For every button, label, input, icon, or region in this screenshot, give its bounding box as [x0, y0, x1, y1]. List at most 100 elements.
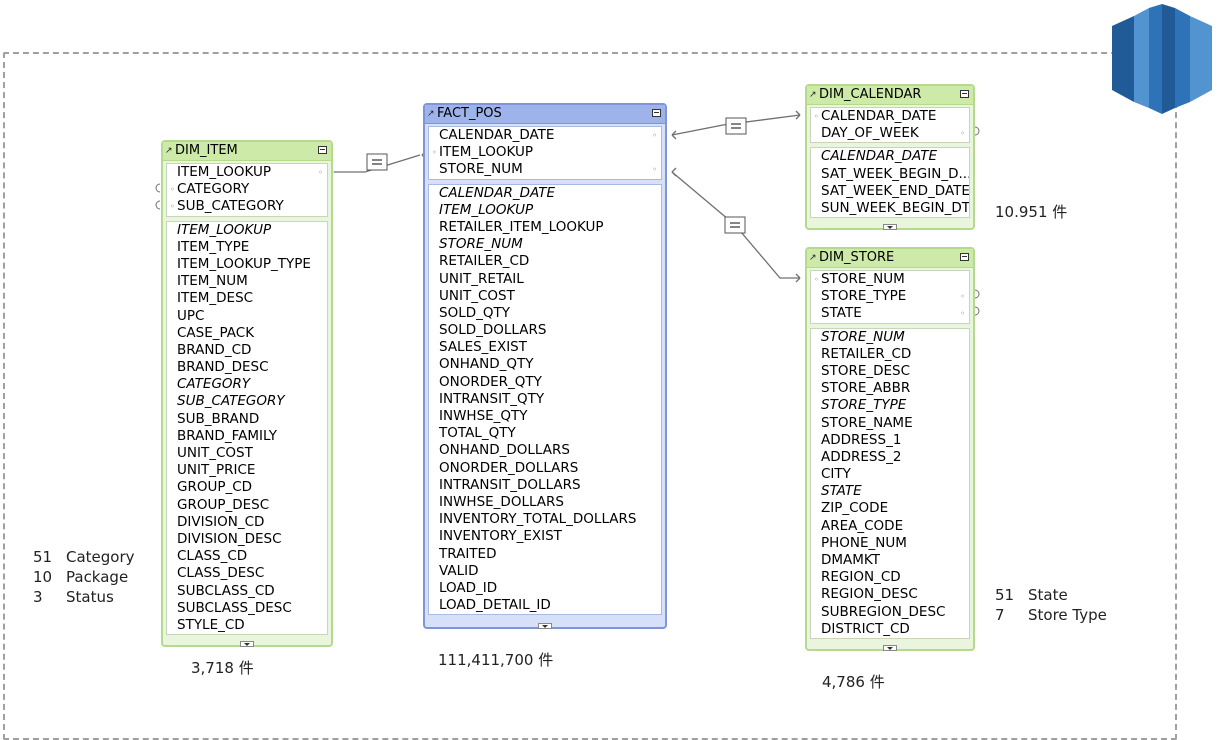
- attribute-field[interactable]: ITEM_LOOKUP: [177, 221, 272, 238]
- attribute-field[interactable]: STORE_NUM: [439, 236, 523, 253]
- attribute-field[interactable]: INTRANSIT_QTY: [439, 390, 545, 407]
- attribute-field[interactable]: SUB_CATEGORY: [177, 393, 285, 410]
- table-fact-pos[interactable]: ↗ FACT_POS CALENDAR_DATE◦ITEM_LOOKUP◦STO…: [423, 103, 667, 629]
- attribute-field[interactable]: BRAND_DESC: [177, 359, 269, 376]
- attribute-field[interactable]: GROUP_CD: [177, 479, 253, 496]
- attribute-field[interactable]: CASE_PACK: [177, 324, 255, 341]
- resize-handle-icon[interactable]: [240, 641, 254, 647]
- attribute-field[interactable]: ADDRESS_2: [821, 448, 902, 465]
- attribute-field[interactable]: ITEM_TYPE: [177, 238, 250, 255]
- attribute-field[interactable]: GROUP_DESC: [177, 496, 270, 513]
- attribute-field[interactable]: UNIT_COST: [439, 287, 515, 304]
- attribute-field[interactable]: SUN_WEEK_BEGIN_DT: [821, 199, 970, 216]
- attribute-field[interactable]: DIVISION_CD: [177, 513, 265, 530]
- attribute-field[interactable]: SALES_EXIST: [439, 339, 528, 356]
- table-menu-icon[interactable]: [960, 90, 969, 98]
- attribute-field[interactable]: ONORDER_QTY: [439, 373, 542, 390]
- key-field[interactable]: DAY_OF_WEEK◦: [811, 125, 969, 142]
- attribute-field[interactable]: VALID: [439, 562, 479, 579]
- key-field[interactable]: STORE_NUM◦: [429, 161, 661, 178]
- attribute-field[interactable]: PHONE_NUM: [821, 534, 907, 551]
- attribute-field[interactable]: ONHAND_QTY: [439, 356, 534, 373]
- attribute-field[interactable]: CALENDAR_DATE: [439, 184, 555, 201]
- attribute-field[interactable]: ITEM_LOOKUP_TYPE: [177, 255, 311, 272]
- table-menu-icon[interactable]: [652, 109, 661, 117]
- table-menu-icon[interactable]: [960, 253, 969, 261]
- attribute-field[interactable]: UNIT_RETAIL: [439, 270, 524, 287]
- attribute-field[interactable]: RETAILER_CD: [439, 253, 530, 270]
- attribute-field[interactable]: STORE_TYPE: [821, 397, 907, 414]
- attribute-field[interactable]: DIVISION_DESC: [177, 530, 282, 547]
- attribute-field[interactable]: ONHAND_DOLLARS: [439, 442, 570, 459]
- attribute-field[interactable]: CALENDAR_DATE: [821, 148, 937, 165]
- key-field[interactable]: CATEGORY◦: [167, 181, 327, 198]
- attribute-field[interactable]: CLASS_CD: [177, 548, 248, 565]
- attribute-field[interactable]: UNIT_PRICE: [177, 462, 256, 479]
- attribute-field[interactable]: UPC: [177, 307, 205, 324]
- attribute-field[interactable]: ITEM_LOOKUP: [439, 201, 534, 218]
- attribute-field[interactable]: STYLE_CD: [177, 616, 245, 633]
- table-header[interactable]: ↗ DIM_CALENDAR: [807, 86, 973, 105]
- attribute-field[interactable]: SOLD_QTY: [439, 304, 510, 321]
- attribute-field[interactable]: INWHSE_QTY: [439, 408, 528, 424]
- table-menu-icon[interactable]: [318, 146, 327, 154]
- attribute-field[interactable]: RETAILER_CD: [821, 345, 912, 362]
- attribute-field[interactable]: DISTRICT_CD: [821, 620, 910, 637]
- resize-handle-icon[interactable]: [883, 645, 897, 651]
- table-dim-store[interactable]: ↗ DIM_STORE STORE_NUM◦STORE_TYPE◦STATE◦ …: [805, 247, 975, 651]
- resize-handle-icon[interactable]: [883, 224, 897, 230]
- attribute-field[interactable]: ADDRESS_1: [821, 431, 902, 448]
- attribute-field[interactable]: REGION_CD: [821, 569, 901, 586]
- attribute-field[interactable]: STORE_ABBR: [821, 380, 911, 397]
- table-header[interactable]: ↗ FACT_POS: [425, 105, 665, 124]
- key-field[interactable]: STORE_NUM◦: [811, 271, 969, 288]
- link-item-fact: [334, 154, 421, 173]
- attribute-field[interactable]: UNIT_COST: [177, 445, 253, 461]
- table-dim-item[interactable]: ↗ DIM_ITEM ITEM_LOOKUP◦CATEGORY◦SUB_CATE…: [161, 140, 333, 647]
- attribute-field[interactable]: LOAD_ID: [439, 579, 498, 596]
- attribute-field[interactable]: SUBCLASS_CD: [177, 582, 275, 599]
- attribute-field[interactable]: CITY: [821, 466, 851, 483]
- attribute-field[interactable]: TRAITED: [439, 545, 497, 562]
- attribute-field[interactable]: STORE_DESC: [821, 362, 911, 379]
- attribute-field[interactable]: STORE_NUM: [821, 328, 905, 345]
- key-field[interactable]: STATE◦: [811, 305, 969, 322]
- attribute-field[interactable]: STATE: [821, 483, 862, 500]
- table-dim-calendar[interactable]: ↗ DIM_CALENDAR CALENDAR_DATE◦DAY_OF_WEEK…: [805, 84, 975, 230]
- table-header[interactable]: ↗ DIM_ITEM: [163, 142, 331, 161]
- attribute-field[interactable]: SOLD_DOLLARS: [439, 322, 547, 339]
- attribute-field[interactable]: CATEGORY: [177, 376, 251, 393]
- key-field[interactable]: SUB_CATEGORY◦: [167, 198, 327, 215]
- attribute-field[interactable]: DMAMKT: [821, 552, 880, 568]
- key-field[interactable]: ITEM_LOOKUP◦: [429, 144, 661, 161]
- attribute-field[interactable]: AREA_CODE: [821, 517, 904, 534]
- key-field[interactable]: ITEM_LOOKUP◦: [167, 164, 327, 181]
- key-field[interactable]: CALENDAR_DATE◦: [811, 108, 969, 125]
- attribute-field[interactable]: SAT_WEEK_END_DATE: [821, 182, 970, 199]
- attribute-field[interactable]: REGION_DESC: [821, 586, 918, 603]
- attribute-field[interactable]: INVENTORY_TOTAL_DOLLARS: [439, 511, 637, 528]
- attribute-field[interactable]: STORE_NAME: [821, 414, 913, 431]
- table-header[interactable]: ↗ DIM_STORE: [807, 249, 973, 268]
- key-field[interactable]: CALENDAR_DATE◦: [429, 127, 661, 144]
- attribute-field[interactable]: BRAND_CD: [177, 341, 252, 358]
- resize-handle-icon[interactable]: [538, 623, 552, 629]
- attribute-field[interactable]: ONORDER_DOLLARS: [439, 459, 579, 476]
- attribute-field[interactable]: INWHSE_DOLLARS: [439, 493, 564, 510]
- attribute-field[interactable]: SAT_WEEK_BEGIN_D...: [821, 165, 970, 182]
- attribute-field[interactable]: RETAILER_ITEM_LOOKUP: [439, 218, 604, 235]
- attribute-field[interactable]: INVENTORY_EXIST: [439, 528, 562, 545]
- attribute-field[interactable]: ZIP_CODE: [821, 500, 889, 517]
- record-count-dim-item: 3,718 件: [191, 659, 254, 677]
- attribute-field[interactable]: ITEM_NUM: [177, 273, 248, 290]
- attribute-field[interactable]: CLASS_DESC: [177, 565, 265, 582]
- attribute-field[interactable]: TOTAL_QTY: [439, 425, 516, 442]
- attribute-field[interactable]: SUB_BRAND: [177, 410, 260, 427]
- key-field[interactable]: STORE_TYPE◦: [811, 288, 969, 305]
- attribute-field[interactable]: INTRANSIT_DOLLARS: [439, 476, 581, 493]
- attribute-field[interactable]: LOAD_DETAIL_ID: [439, 597, 551, 614]
- attribute-field[interactable]: SUBREGION_DESC: [821, 603, 946, 620]
- attribute-field[interactable]: BRAND_FAMILY: [177, 427, 277, 444]
- attribute-field[interactable]: ITEM_DESC: [177, 290, 254, 307]
- attribute-field[interactable]: SUBCLASS_DESC: [177, 599, 292, 616]
